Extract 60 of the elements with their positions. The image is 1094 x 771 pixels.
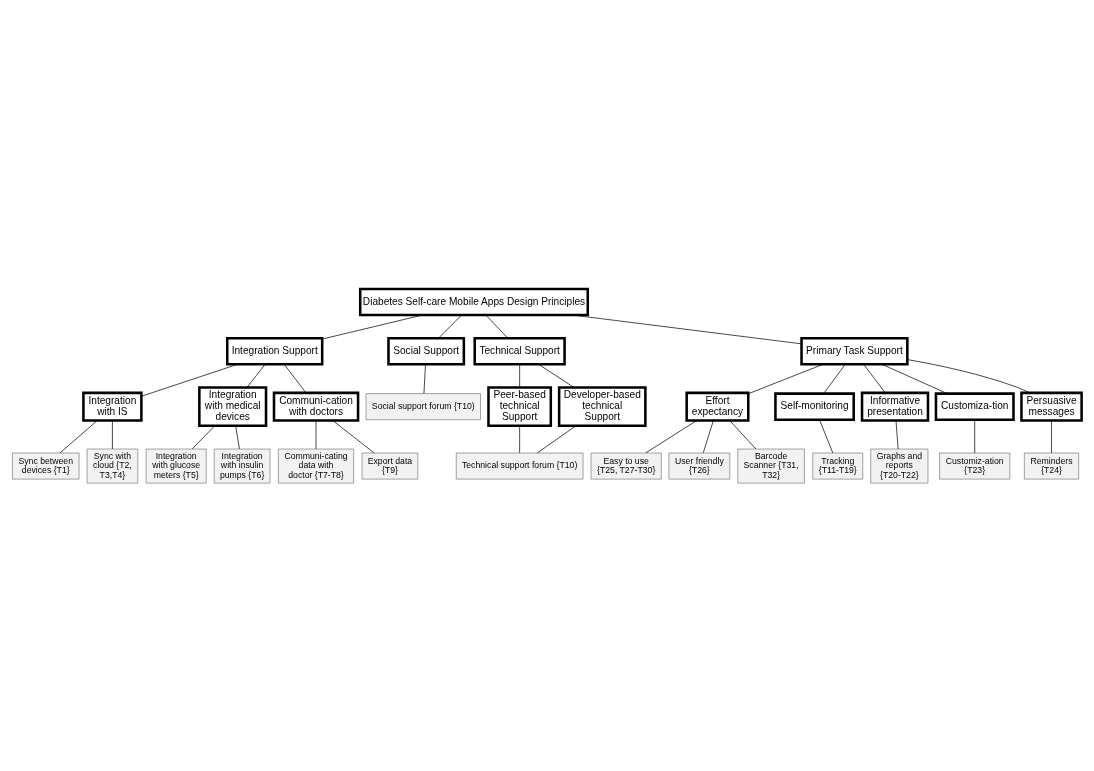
node-box: Sync between devices {T1} xyxy=(12,452,80,479)
node-box: Persuasive messages xyxy=(1020,391,1083,422)
node-box: Effort expectancy xyxy=(685,391,750,422)
node-box: Integration with medical devices xyxy=(198,385,268,427)
node-box: Integration Support xyxy=(226,336,324,366)
connector xyxy=(819,419,834,453)
node-box: Easy to use {T25, T27-T30} xyxy=(590,452,662,479)
node-box: Customiza-tion xyxy=(934,391,1015,421)
node-box: Sync with cloud {T2, T3,T4} xyxy=(86,448,139,483)
connector xyxy=(246,363,266,388)
connector xyxy=(645,419,698,453)
node-box: Integration with IS xyxy=(82,391,143,422)
node-box: Barcode Scanner {T31, T32} xyxy=(737,448,805,483)
node-box: Technical Support xyxy=(473,336,566,366)
node-box: Tracking {T11-T19} xyxy=(812,452,864,479)
connector xyxy=(321,314,423,339)
connector xyxy=(332,419,375,453)
connector xyxy=(729,419,757,449)
node-box: Peer-based technical Support xyxy=(487,385,553,427)
connector xyxy=(315,419,317,449)
node-box: User friendly {T26} xyxy=(668,452,731,479)
connector xyxy=(1051,419,1052,453)
node-box: Self-monitoring xyxy=(774,391,855,421)
connector xyxy=(702,419,714,453)
connector xyxy=(519,363,520,388)
node-box: Diabetes Self-care Mobile Apps Design Principles xyxy=(358,287,590,316)
connector xyxy=(895,419,899,449)
connector xyxy=(438,314,462,338)
connector xyxy=(423,363,426,394)
node-box: Communi-cating data with doctor {T7-T8} xyxy=(277,448,355,483)
connector xyxy=(59,419,98,453)
connector xyxy=(823,363,846,394)
connector xyxy=(747,363,824,394)
node-box: Integration with insulin pumps {T6} xyxy=(213,448,271,483)
connector xyxy=(537,425,577,453)
connector xyxy=(191,425,215,449)
connector xyxy=(974,419,976,453)
connector xyxy=(538,363,574,388)
node-box: Social Support xyxy=(387,336,466,366)
connector xyxy=(907,358,1030,393)
node-box: Export data {T9} xyxy=(361,452,419,479)
connector xyxy=(283,363,307,393)
connector xyxy=(863,363,886,393)
node-box: Informative presentation xyxy=(860,391,930,422)
node-box: Primary Task Support xyxy=(800,336,909,366)
node-box: Developer-based technical Support xyxy=(557,385,647,427)
connector xyxy=(881,363,948,394)
node-box: Communi-cation with doctors xyxy=(272,391,360,422)
connector xyxy=(519,425,520,453)
node-box: Graphs and reports {T20-T22} xyxy=(870,448,929,483)
connector xyxy=(141,363,238,397)
connector xyxy=(235,425,240,449)
connector xyxy=(112,419,113,449)
node-box: Technical support forum {T10) xyxy=(455,452,584,479)
node-box: Reminders {T24} xyxy=(1024,452,1080,479)
node-box: Social support forum {T10) xyxy=(365,392,481,420)
node-box: Integration with glucose meters {T5} xyxy=(145,448,207,483)
connector xyxy=(485,314,508,338)
node-box: Customiz-ation {T23} xyxy=(939,452,1011,479)
connector xyxy=(571,314,802,344)
